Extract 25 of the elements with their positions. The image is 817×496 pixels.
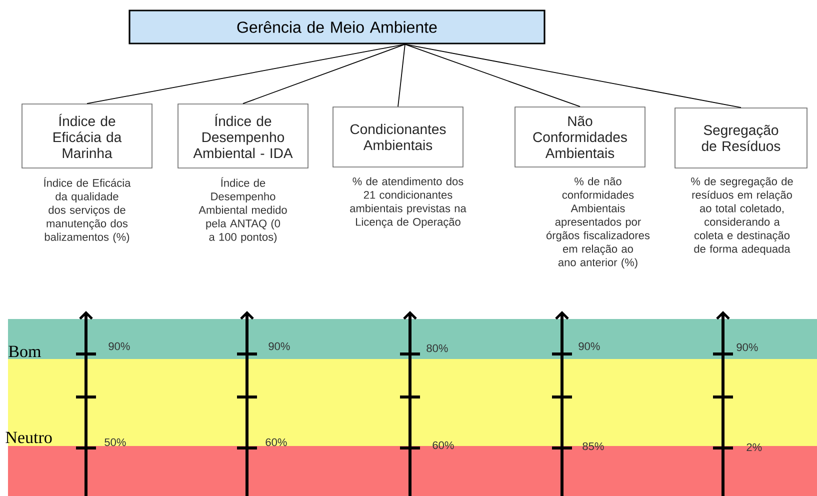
threshold-value: 60% <box>266 438 287 446</box>
indicator-box: Índice de Eficácia da Marinha <box>22 104 152 168</box>
connector-line <box>404 44 742 108</box>
indicator-box: Índice de Desempenho Ambiental - IDA <box>178 104 308 168</box>
indicator-box: Condicionantes Ambientais <box>332 106 464 168</box>
threshold-value: 90% <box>736 343 758 352</box>
connector-line <box>398 44 406 108</box>
connector-line <box>86 44 406 104</box>
indicator-description: % de atendimento dos 21 condicionantes ambientais previstas na Licença de Operação <box>350 177 466 228</box>
indicator-description: Índice de Eficácia da qualidade dos serviços de manutenção dos balizamentos (%) <box>44 177 131 244</box>
indicator-description: Índice de Desempenho Ambiental medido pela ANTAQ (0 a 100 pontos) <box>198 177 287 244</box>
title-box: Gerência de Meio Ambiente <box>128 10 546 44</box>
threshold-value: 90% <box>108 342 130 350</box>
threshold-value: 90% <box>578 342 600 350</box>
connector-line <box>404 44 580 108</box>
indicator-description: % de segregação de resíduos em relação ao total coletado, considerando a coleta e destinação de forma adequada <box>691 177 793 255</box>
indicator-box: Não Conformidades Ambientais <box>514 106 646 168</box>
rating-label: Bom <box>8 346 41 358</box>
rating-label: Neutro <box>6 432 52 444</box>
threshold-value: 50% <box>104 438 126 446</box>
threshold-value: 80% <box>426 344 448 352</box>
indicator-description: % de não conformidades Ambientais apresentados por órgãos fiscalizadores em relação ao ano anterior (%) <box>546 177 650 268</box>
threshold-value: 90% <box>268 342 290 350</box>
indicator-box: Segregação de Resíduos <box>674 108 808 168</box>
connector-line <box>242 44 406 104</box>
